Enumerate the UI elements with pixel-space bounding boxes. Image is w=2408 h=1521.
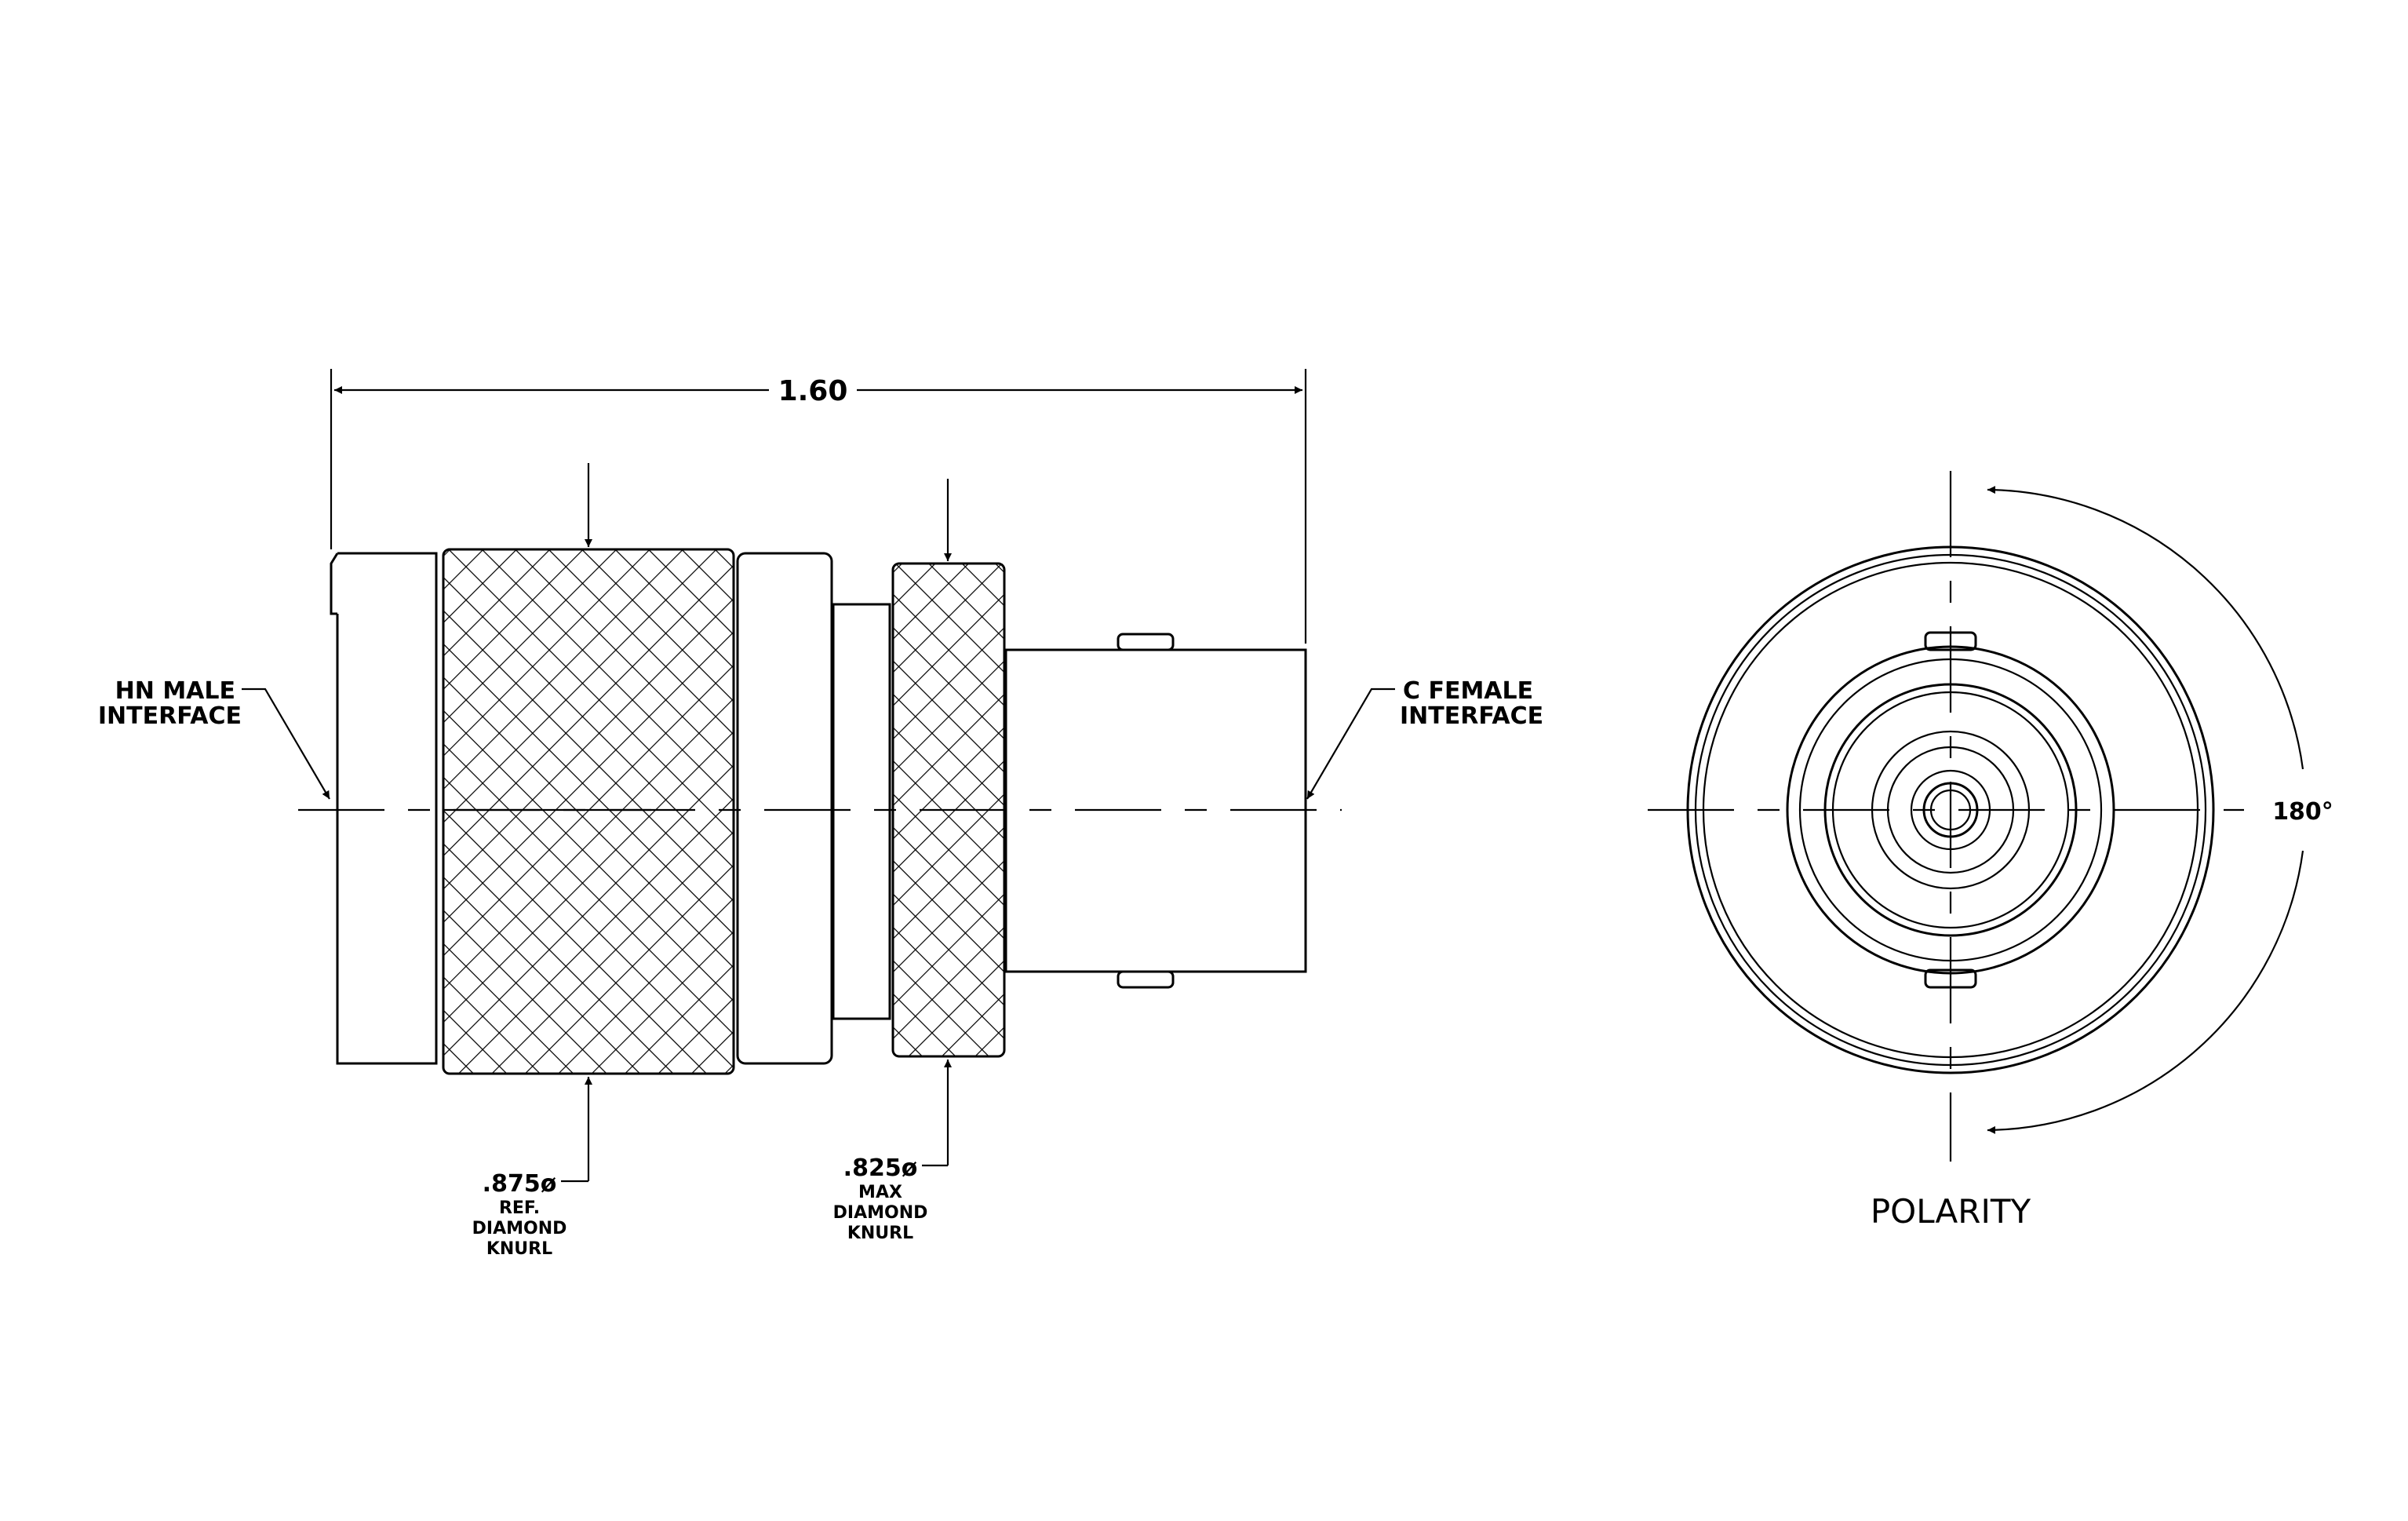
overall-length-label: 1.60: [778, 375, 848, 407]
c-female-line1: C FEMALE: [1403, 677, 1533, 705]
hn-male-line1: HN MALE: [115, 677, 235, 705]
side-view: 1.60: [242, 369, 1395, 1183]
small-knurl-line4: KNURL: [847, 1224, 913, 1243]
small-knurl-size: .825ø: [843, 1154, 918, 1182]
bayonet-stud-top: [1117, 633, 1175, 651]
large-knurl-line3: DIAMOND: [472, 1219, 567, 1238]
neck: [832, 603, 891, 1020]
angle-label: 180°: [2272, 798, 2333, 826]
large-knurl-line4: KNURL: [486, 1239, 552, 1259]
small-knurl-line2: MAX: [858, 1183, 902, 1202]
polarity-label: POLARITY: [1871, 1192, 2031, 1231]
small-knurl-nut: [893, 564, 1004, 1056]
c-female-callout: C FEMALE INTERFACE: [1400, 677, 1543, 730]
small-knurl-callout: .825ø MAX DIAMOND KNURL: [833, 1154, 928, 1243]
c-female-line2: INTERFACE: [1400, 702, 1543, 730]
hn-male-body: [330, 552, 438, 1065]
hn-male-callout: HN MALE INTERFACE: [98, 677, 242, 730]
polarity-key-bottom: [1924, 968, 1977, 989]
large-knurl-callout: .875ø REF. DIAMOND KNURL: [472, 1170, 567, 1259]
large-knurl-nut: [443, 549, 734, 1074]
bayonet-stud-bottom: [1117, 970, 1175, 989]
angle-arc: [1987, 486, 2304, 770]
large-knurl-line2: REF.: [499, 1198, 540, 1218]
large-nut-collar: [736, 552, 833, 1065]
polarity-key-top: [1924, 631, 1977, 651]
hn-male-line2: INTERFACE: [98, 702, 242, 730]
large-knurl-size: .875ø: [483, 1170, 557, 1198]
small-knurl-line3: DIAMOND: [833, 1203, 928, 1223]
end-view: 180° POLARITY: [1648, 471, 2333, 1231]
